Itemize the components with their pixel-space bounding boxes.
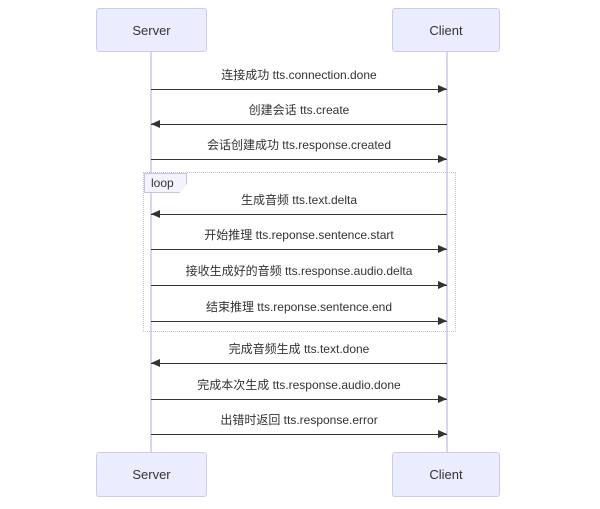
message-label: 连接成功 tts.connection.done xyxy=(221,68,377,82)
arrowhead-left-icon xyxy=(151,120,160,128)
arrowhead-right-icon xyxy=(438,85,447,93)
message-arrow-line xyxy=(151,85,447,93)
arrowhead-right-icon xyxy=(438,245,447,253)
message-row: 完成本次生成 tts.response.audio.done xyxy=(151,377,447,403)
message-arrow-line xyxy=(151,359,447,367)
message-row: 会话创建成功 tts.response.created xyxy=(151,137,447,163)
message-row: 接收生成好的音频 tts.response.audio.delta xyxy=(151,263,447,289)
actor-label: Server xyxy=(132,22,171,38)
actor-label: Server xyxy=(132,467,171,482)
message-label: 会话创建成功 tts.response.created xyxy=(206,138,392,152)
message-row: 连接成功 tts.connection.done xyxy=(151,67,447,93)
actor-box-server-bottom: Server xyxy=(96,452,207,497)
message-arrow-line xyxy=(151,430,447,438)
arrowhead-right-icon xyxy=(438,317,447,325)
arrowhead-right-icon xyxy=(438,430,447,438)
actor-box-client-top: Client xyxy=(392,8,500,52)
loop-frame: loop xyxy=(143,172,456,332)
message-label: 完成音频生成 tts.text.done xyxy=(228,342,370,356)
message-label: 完成本次生成 tts.response.audio.done xyxy=(197,378,401,392)
lifeline-client xyxy=(446,52,448,452)
message-arrow-line xyxy=(151,245,447,253)
message-row: 出错时返回 tts.response.error xyxy=(151,412,447,438)
message-arrow-line xyxy=(151,120,447,128)
actor-label: Client xyxy=(429,22,463,38)
loop-label-tab: loop xyxy=(144,173,187,193)
message-label: 创建会话 tts.create xyxy=(248,103,350,117)
arrowhead-right-icon xyxy=(438,281,447,289)
actor-label: Client xyxy=(429,467,463,482)
message-label: 结束推理 tts.reponse.sentence.end xyxy=(205,300,393,314)
message-arrow-line xyxy=(151,210,447,218)
message-arrow-line xyxy=(151,155,447,163)
lifeline-server xyxy=(150,52,152,452)
arrowhead-right-icon xyxy=(438,155,447,163)
message-row: 开始推理 tts.reponse.sentence.start xyxy=(151,227,447,253)
actor-box-server-top: Server xyxy=(96,8,207,52)
message-row: 结束推理 tts.reponse.sentence.end xyxy=(151,299,447,325)
arrowhead-right-icon xyxy=(438,395,447,403)
message-arrow-line xyxy=(151,395,447,403)
message-row: 创建会话 tts.create xyxy=(151,102,447,128)
message-row: 完成音频生成 tts.text.done xyxy=(151,341,447,367)
message-label: 开始推理 tts.reponse.sentence.start xyxy=(204,228,394,242)
message-label: 出错时返回 tts.response.error xyxy=(220,413,378,427)
message-row: 生成音频 tts.text.delta xyxy=(151,192,447,218)
message-arrow-line xyxy=(151,281,447,289)
loop-label: loop xyxy=(151,176,174,190)
message-label: 接收生成好的音频 tts.response.audio.delta xyxy=(185,264,413,278)
actor-box-client-bottom: Client xyxy=(392,452,500,497)
message-label: 生成音频 tts.text.delta xyxy=(240,193,358,207)
arrowhead-left-icon xyxy=(151,359,160,367)
message-arrow-line xyxy=(151,317,447,325)
arrowhead-left-icon xyxy=(151,210,160,218)
